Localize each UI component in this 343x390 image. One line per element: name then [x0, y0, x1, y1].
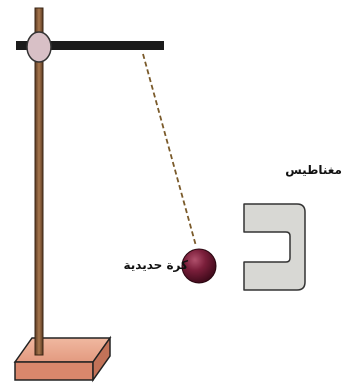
iron-ball-label: كرة حديدية [123, 258, 188, 272]
horseshoe-magnet [243, 203, 306, 291]
clamp-boss [26, 31, 52, 63]
magnet-label: مغناطيس [285, 163, 342, 177]
stand-base [13, 335, 112, 383]
support-arm [16, 41, 164, 50]
iron-ball [181, 248, 217, 284]
stand-rod [34, 7, 44, 356]
pendulum-thread [142, 53, 197, 247]
